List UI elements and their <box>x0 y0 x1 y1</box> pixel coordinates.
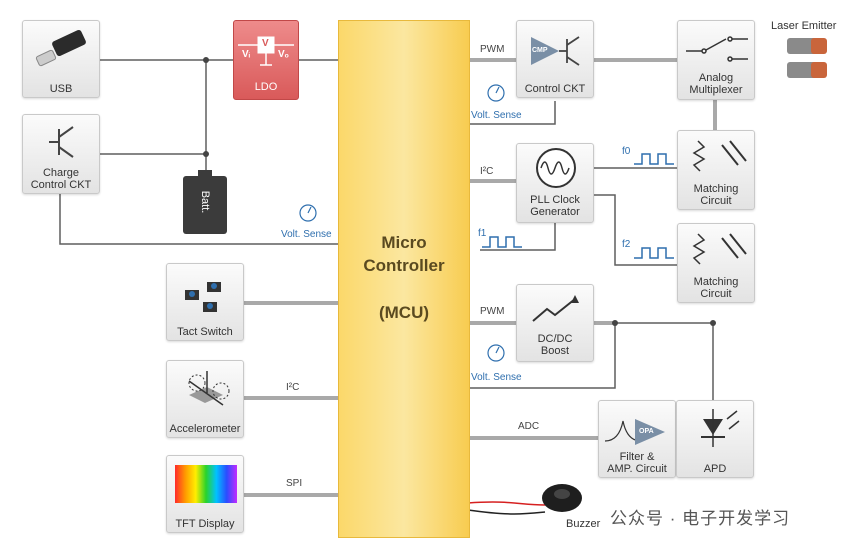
apd-label: APD <box>703 463 727 475</box>
tact-switch-block: Tact Switch <box>166 263 244 341</box>
battery-label: Batt. <box>199 190 211 214</box>
accelerometer-block: Accelerometer <box>166 360 244 438</box>
dcdc-boost-label: DC/DC Boost <box>537 333 573 357</box>
volt-sense-dcdc: Volt. Sense <box>471 372 522 383</box>
ldo-v-label: V <box>262 38 269 49</box>
ldo-vout-label: Vₒ <box>278 49 289 60</box>
analog-mux-label: Analog Multiplexer <box>689 72 743 96</box>
charge-control-label: Charge Control CKT <box>30 167 92 191</box>
accelerometer-icon <box>188 371 230 406</box>
filter-amp-block: OPA Filter & AMP. Circuit <box>598 400 676 478</box>
matching-circuit-2-block: Matching Circuit <box>677 223 755 303</box>
accelerometer-label: Accelerometer <box>169 423 241 435</box>
battery-terminal <box>198 170 212 177</box>
volt-sense-battery: Volt. Sense <box>281 229 332 240</box>
oscillator-icon <box>536 148 576 188</box>
signal-f2: f2 <box>622 239 631 250</box>
signal-i2c-accel: I²C <box>286 382 300 393</box>
ldo-label: LDO <box>254 81 278 93</box>
cmp-label: CMP <box>532 47 548 54</box>
signal-f1: f1 <box>478 228 487 239</box>
matching-circuit-1-block: Matching Circuit <box>677 130 755 210</box>
control-ckt-label: Control CKT <box>524 83 586 95</box>
op-amp-icon <box>604 419 665 445</box>
watermark-text: 公众号 · 电子开发学习 <box>610 509 791 528</box>
control-ckt-block: CMP Control CKT <box>516 20 594 98</box>
charge-control-block: Charge Control CKT <box>22 114 100 194</box>
matching-circuit-2-label: Matching Circuit <box>693 276 739 300</box>
comparator-icon <box>531 36 580 66</box>
regulator-icon <box>238 36 294 66</box>
switch-icon <box>686 36 748 62</box>
filter-amp-label: Filter & AMP. Circuit <box>607 451 667 475</box>
rainbow-display-icon <box>175 465 237 503</box>
pll-clock-label: PLL Clock Generator <box>530 194 580 218</box>
rlc-icon <box>692 140 747 172</box>
usb-label: USB <box>49 83 73 95</box>
analog-mux-block: Analog Multiplexer <box>677 20 755 100</box>
volt-sense-control: Volt. Sense <box>471 110 522 121</box>
dcdc-boost-block: DC/DC Boost <box>516 284 594 362</box>
trend-up-icon <box>532 295 579 322</box>
signal-pwm-control: PWM <box>480 44 505 55</box>
tact-switch-icon <box>185 282 221 312</box>
usb-block: USB <box>22 20 100 98</box>
mcu-label-line3: (MCU) <box>378 303 430 322</box>
mcu-label-line1: Micro <box>381 233 427 252</box>
tact-switch-label: Tact Switch <box>177 326 233 338</box>
buzzer-icon <box>542 484 582 512</box>
opa-label: OPA <box>639 428 654 435</box>
rlc-icon <box>692 233 747 265</box>
transistor-icon <box>49 126 74 158</box>
mcu-label-line2: Controller <box>363 256 445 275</box>
tft-display-block: TFT Display <box>166 455 244 533</box>
signal-adc: ADC <box>518 421 540 432</box>
signal-i2c-pll: I²C <box>480 166 494 177</box>
usb-icon <box>35 29 86 67</box>
matching-circuit-1-label: Matching Circuit <box>693 183 739 207</box>
laser-emitter-icon <box>787 38 827 78</box>
mcu-block: Micro Controller (MCU) <box>338 20 470 538</box>
apd-block: APD <box>676 400 754 478</box>
signal-pwm-dcdc: PWM <box>480 306 505 317</box>
photodiode-icon <box>701 409 740 447</box>
battery <box>183 176 227 234</box>
ldo-vin-label: Vᵢ <box>242 49 251 60</box>
signal-spi: SPI <box>286 478 303 489</box>
pll-clock-block: PLL Clock Generator <box>516 143 594 223</box>
signal-f0: f0 <box>622 146 631 157</box>
laser-emitter-label: Laser Emitter <box>771 20 837 32</box>
buzzer-label: Buzzer <box>566 518 601 530</box>
tft-display-label: TFT Display <box>175 518 235 530</box>
ldo-block: Vᵢ V Vₒ LDO <box>233 20 299 100</box>
